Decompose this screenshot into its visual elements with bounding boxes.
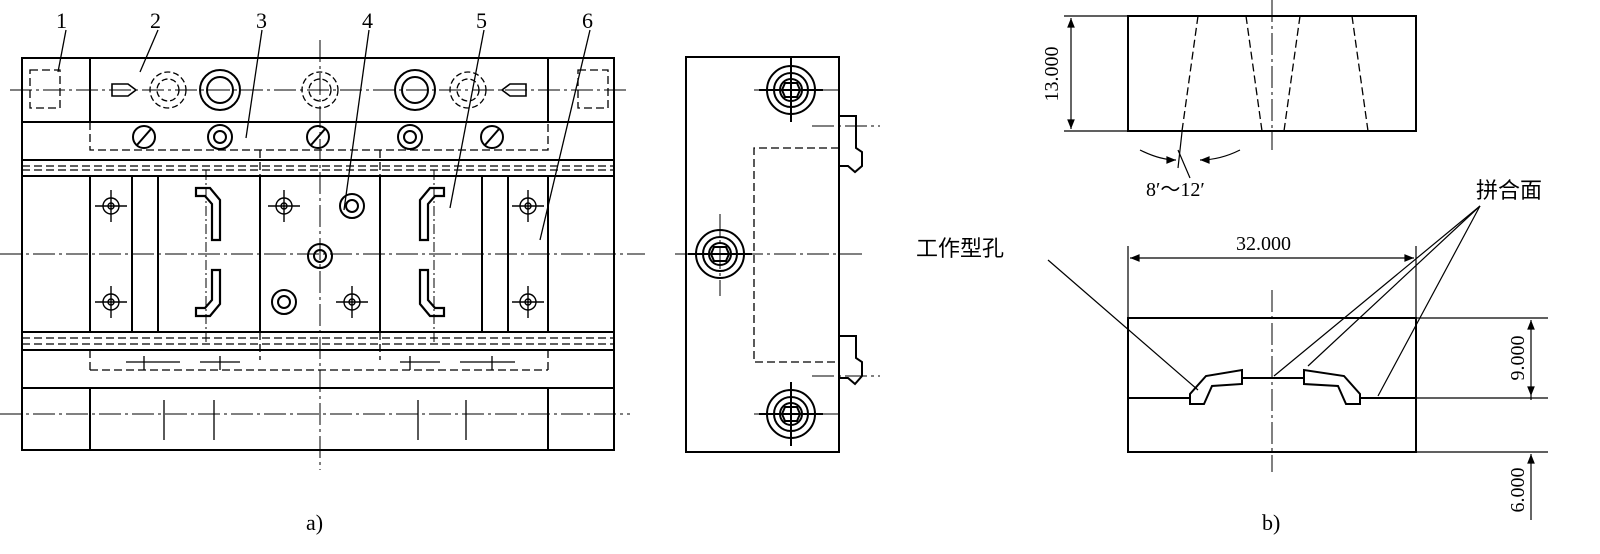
front-view-cavity-axis [205,170,435,345]
insert-front-view [1127,317,1417,453]
part-label-4: 4 [362,8,373,33]
part-label-5: 5 [476,8,487,33]
dim-13 [1064,15,1128,132]
dim-height-mid: 9.000 [1507,336,1529,381]
dim-height-top: 13.000 [1041,47,1063,102]
front-view-wedge-screws [111,83,527,97]
callout-joint-face: 拼合面 [1476,179,1542,204]
side-view-hidden-lines [753,147,839,363]
front-view-dowel-holes [149,71,487,109]
part-label-6: 6 [582,8,593,33]
part-label-2: 2 [150,8,161,33]
dim-32 [1127,246,1417,318]
dim-width: 32.000 [1236,233,1291,255]
figure-b-caption: b) [1262,510,1280,535]
part-labels: 1 2 3 4 5 6 [56,8,593,33]
insert-top-view-taper-lines [1181,15,1369,132]
front-view-pins [95,190,544,318]
angle-indicator [1139,131,1241,179]
dim-9-6 [1416,317,1548,520]
angle-label: 8′～12′ [1146,179,1205,201]
dim-height-bottom: 6.000 [1507,468,1529,513]
side-view-bolts [688,58,823,446]
side-view-centerlines [675,89,880,415]
front-view-top-fasteners [199,69,436,111]
part-label-leaders [57,29,591,241]
front-view-cavity-profiles [194,186,446,318]
callout-working-hole: 工作型孔 [916,237,1004,262]
part-label-3: 3 [256,8,267,33]
front-view-clamp-screws [132,124,504,150]
figure-a-caption: a) [306,510,323,535]
front-view-bottom-marks [126,356,515,440]
front-view-center-screws [271,193,365,315]
part-label-1: 1 [56,8,67,33]
callout-leaders [1047,205,1481,397]
front-view-hidden-lines [22,69,614,371]
